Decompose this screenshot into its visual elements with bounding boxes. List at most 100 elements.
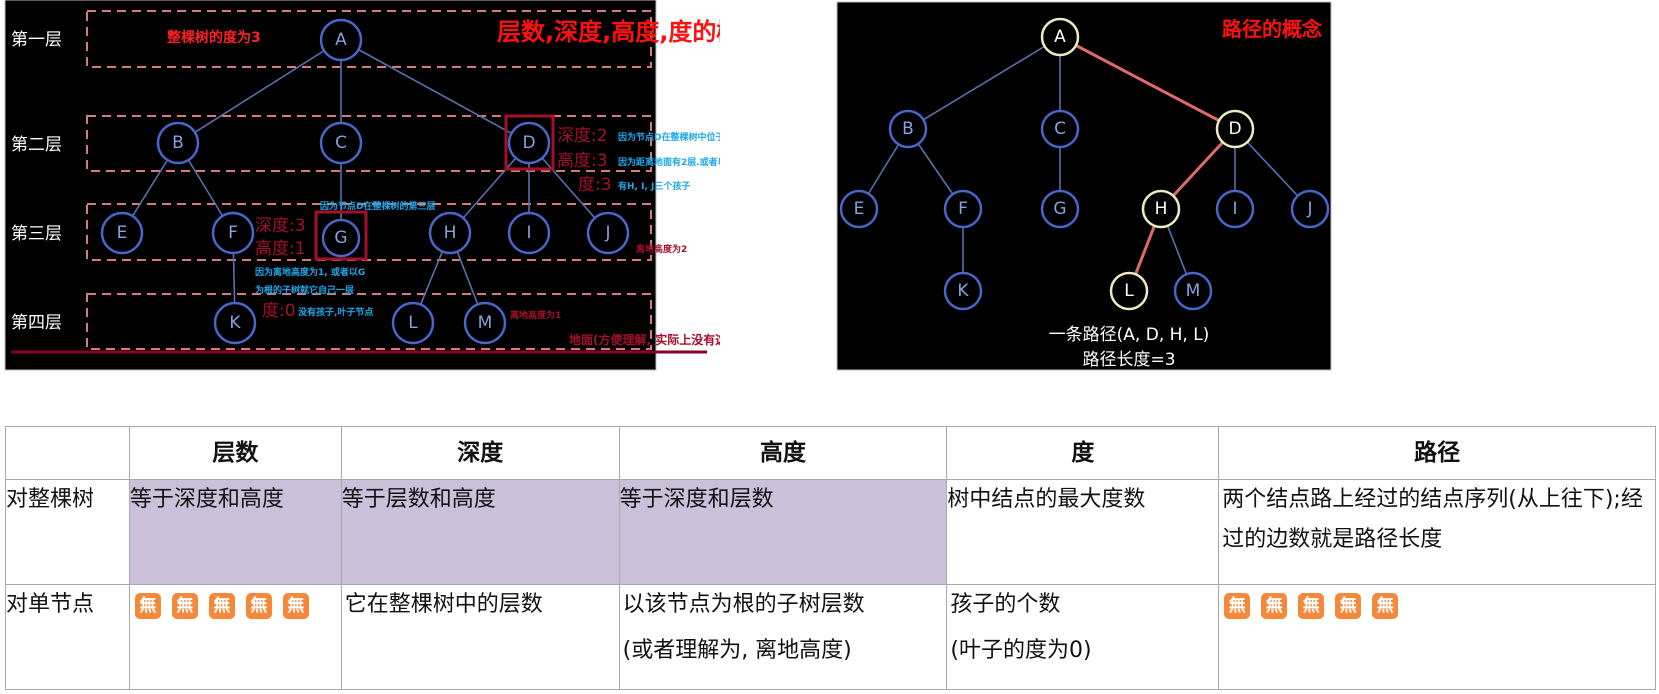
path-diagram-background — [836, 1, 1332, 371]
g-height-label: 高度:1 — [255, 239, 306, 259]
tree-node-b: B — [156, 121, 200, 165]
layer-label-4: 第四层 — [11, 313, 62, 333]
concept-comparison-table: 层数 深度 高度 度 路径 对整棵树 等于深度和高度 等于层数和高度 等于深度和… — [5, 426, 1656, 690]
node-g-highlight-box — [314, 210, 368, 261]
cell-tree-height: 等于深度和层数 — [618, 479, 948, 585]
layer-label-3: 第三层 — [11, 224, 62, 244]
g-depth-note: 因为节点D在整棵树的第三层 — [320, 200, 435, 212]
layer-boxes — [86, 10, 652, 350]
tree-node-k: K — [213, 301, 257, 345]
svg-text:F: F — [228, 223, 238, 243]
path-node-i: I — [1215, 189, 1255, 229]
cell-node-levels: 無無無無無 — [128, 584, 342, 690]
header-path: 路径 — [1218, 426, 1656, 480]
svg-text:I: I — [1232, 199, 1237, 219]
none-icon: 無 — [1372, 593, 1399, 619]
cell-node-height: 以该节点为根的子树层数 (或者理解为, 离地高度) — [618, 584, 948, 690]
d-height-label: 高度:3 — [557, 151, 608, 171]
cell-tree-depth: 等于层数和高度 — [340, 479, 620, 585]
diagram-background — [5, 0, 656, 370]
cell-node-depth: 它在整棵树中的层数 — [340, 584, 620, 690]
none-icon: 無 — [1261, 593, 1288, 619]
svg-text:C: C — [335, 133, 347, 153]
table-row: 对整棵树 等于深度和高度 等于层数和高度 等于深度和层数 树中结点的最大度数 两… — [5, 479, 1656, 585]
path-node-a: A — [1040, 17, 1080, 57]
svg-text:H: H — [1155, 199, 1168, 219]
svg-text:D: D — [522, 133, 535, 153]
cell-node-path: 無無無無無 — [1218, 584, 1656, 690]
none-icon: 無 — [171, 593, 198, 619]
path-node-b: B — [888, 109, 928, 149]
layer-label-2: 第二层 — [11, 135, 62, 155]
svg-text:C: C — [1054, 119, 1066, 139]
d-degree-note: 有H, I, J三个孩子 — [618, 180, 690, 192]
path-node-g: G — [1040, 189, 1080, 229]
svg-text:K: K — [957, 281, 969, 301]
none-icon: 無 — [1298, 593, 1325, 619]
header-degree: 度 — [946, 426, 1220, 480]
g-height-note-1: 因为离地高度为1, 或者以G — [255, 266, 365, 278]
tree-node-f: F — [211, 211, 255, 255]
path-node-c: C — [1040, 109, 1080, 149]
path-diagram-title: 路径的概念 — [1222, 17, 1322, 41]
svg-text:J: J — [604, 223, 610, 243]
node-degree-note: (叶子的度为0) — [950, 638, 1092, 663]
tree-node-h: H — [428, 211, 472, 255]
svg-text:B: B — [172, 133, 184, 153]
row-label-whole-tree: 对整棵树 — [5, 479, 130, 585]
header-depth: 深度 — [340, 426, 620, 480]
header-empty — [5, 426, 130, 480]
svg-text:F: F — [958, 199, 968, 219]
svg-text:J: J — [1306, 199, 1312, 219]
svg-text:M: M — [478, 313, 493, 333]
cell-tree-path: 两个结点路上经过的结点序列(从上往下);经过的边数就是路径长度 — [1218, 479, 1656, 585]
svg-text:L: L — [1124, 281, 1134, 301]
header-height: 高度 — [618, 426, 948, 480]
svg-text:I: I — [526, 223, 531, 243]
svg-text:E: E — [854, 199, 865, 219]
path-node-d: D — [1215, 109, 1255, 149]
svg-text:A: A — [335, 30, 347, 50]
svg-text:K: K — [229, 313, 241, 333]
table-row: 对单节点 無無無無無 它在整棵树中的层数 以该节点为根的子树层数 (或者理解为,… — [5, 584, 1656, 690]
svg-text:B: B — [902, 119, 914, 139]
tree-node-i: I — [507, 211, 551, 255]
layer-label-1: 第一层 — [11, 30, 62, 50]
node-height-text: 以该节点为根的子树层数 — [622, 592, 865, 617]
m-ground-height-note: 离地高度为1 — [510, 309, 561, 321]
path-node-k: K — [943, 271, 983, 311]
cell-tree-levels: 等于深度和高度 — [128, 479, 342, 585]
tree-degree-note: 整棵树的度为3 — [166, 29, 261, 46]
d-degree-label: 度:3 — [578, 175, 612, 195]
svg-text:H: H — [444, 223, 457, 243]
tree-node-c: C — [319, 121, 363, 165]
path-node-h: H — [1141, 189, 1181, 229]
tree-node-l: L — [391, 301, 435, 345]
none-icon: 無 — [208, 593, 235, 619]
g-depth-label: 深度:3 — [255, 216, 306, 236]
path-caption: 一条路径(A, D, H, L) — [1049, 325, 1210, 345]
diagram-title: 层数,深度,高度,度的概念 — [497, 18, 720, 46]
svg-text:G: G — [1053, 199, 1066, 219]
node-degree-text: 孩子的个数 — [950, 592, 1061, 617]
diagram-border — [4, 0, 657, 371]
node-d-highlight-box — [504, 114, 555, 171]
none-icon: 無 — [1224, 593, 1251, 619]
svg-text:M: M — [1186, 281, 1201, 301]
path-length: 路径长度=3 — [1082, 350, 1175, 370]
cell-node-degree: 孩子的个数 (叶子的度为0) — [946, 584, 1220, 690]
node-height-note: (或者理解为, 离地高度) — [622, 638, 852, 663]
path-node-f: F — [943, 189, 983, 229]
cell-tree-degree: 树中结点的最大度数 — [946, 479, 1220, 585]
tree-node-j: J — [586, 211, 630, 255]
none-icon: 無 — [1335, 593, 1362, 619]
tree-node-e: E — [100, 211, 144, 255]
path-node-m: M — [1173, 271, 1213, 311]
svg-text:D: D — [1228, 119, 1241, 139]
d-height-note: 因为距离地面有2层.或者以D为根的子树有三层 — [618, 156, 720, 168]
tree-node-d: D — [507, 121, 551, 165]
header-levels: 层数 — [128, 426, 342, 480]
path-tree-edges — [858, 35, 1311, 292]
none-icon: 無 — [245, 593, 272, 619]
g-degree-label: 度:0 — [262, 301, 296, 321]
